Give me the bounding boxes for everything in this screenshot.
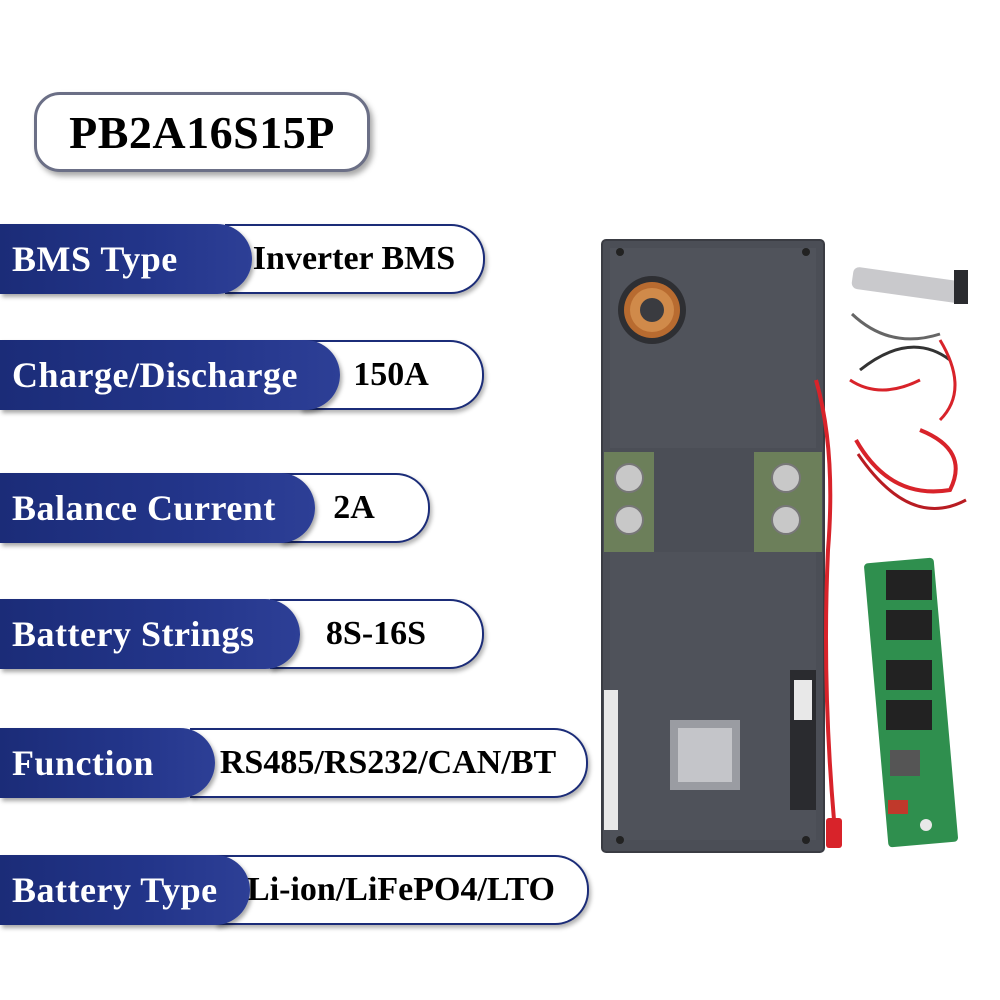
spec-label-charge-discharge: Charge/Discharge bbox=[0, 340, 340, 410]
model-title: PB2A16S15P bbox=[34, 92, 370, 172]
spec-row-balance-current: 2A Balance Current bbox=[0, 473, 430, 543]
spec-value-bms-type: Inverter BMS bbox=[225, 224, 485, 294]
spec-value-balance-current: 2A bbox=[280, 473, 430, 543]
spec-row-function: RS485/RS232/CAN/BT Function bbox=[0, 728, 590, 798]
spec-value-battery-type: Li-ion/LiFePO4/LTO bbox=[215, 855, 589, 925]
spec-row-battery-type: Li-ion/LiFePO4/LTO Battery Type bbox=[0, 855, 590, 925]
spec-value-battery-strings: 8S-16S bbox=[270, 599, 484, 669]
spec-label-bms-type: BMS Type bbox=[0, 224, 252, 294]
spec-value-function: RS485/RS232/CAN/BT bbox=[190, 728, 588, 798]
spec-row-charge-discharge: 150A Charge/Discharge bbox=[0, 340, 485, 410]
bms-board-with-accessories-image bbox=[590, 230, 990, 880]
spec-row-battery-strings: 8S-16S Battery Strings bbox=[0, 599, 485, 669]
spec-label-function: Function bbox=[0, 728, 215, 798]
spec-label-battery-type: Battery Type bbox=[0, 855, 250, 925]
spec-label-battery-strings: Battery Strings bbox=[0, 599, 300, 669]
spec-row-bms-type: Inverter BMS BMS Type bbox=[0, 224, 485, 294]
spec-label-balance-current: Balance Current bbox=[0, 473, 315, 543]
